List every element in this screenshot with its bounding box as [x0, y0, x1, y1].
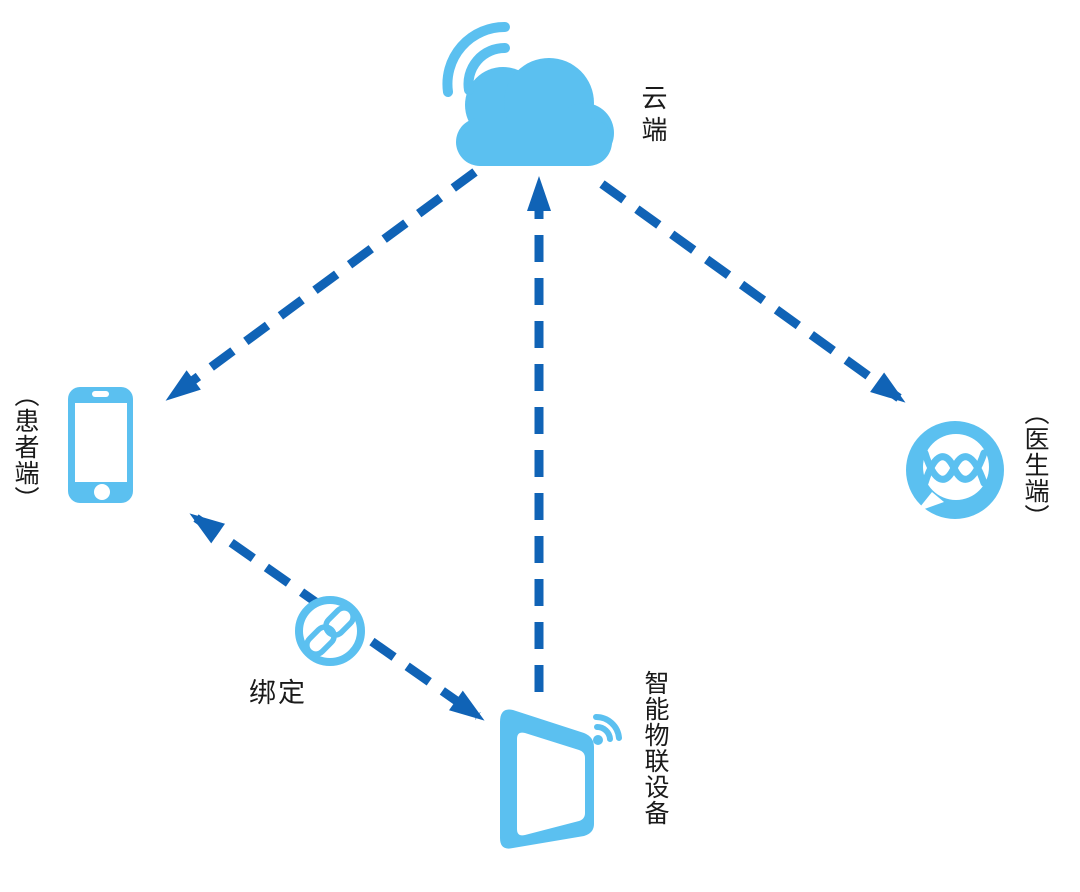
device-label: 智能物联设备 [641, 670, 669, 826]
edge-cloud-to-patient [165, 168, 478, 401]
edge-cloud-to-doctor [599, 180, 906, 403]
dna-helix [921, 449, 988, 487]
phone-screen [75, 403, 127, 482]
edge-group [165, 168, 906, 721]
cloud-wifi-icon [442, 21, 614, 166]
smartphone-icon [68, 387, 133, 503]
chat-bubble-dna-icon [906, 421, 1004, 519]
device-signal-icon [593, 713, 622, 745]
phone-home-button [94, 484, 110, 500]
binding-label: 绑定 [249, 678, 307, 708]
doctor-label: （医生端） [1021, 400, 1049, 530]
chain-link-icon [295, 596, 365, 666]
cloud-signal-icon [442, 21, 510, 97]
smart-device-wifi-icon [500, 709, 622, 849]
phone-speaker [92, 391, 109, 397]
cloud-label: 云端 [638, 84, 668, 148]
patient-label: （患者端） [11, 382, 39, 512]
